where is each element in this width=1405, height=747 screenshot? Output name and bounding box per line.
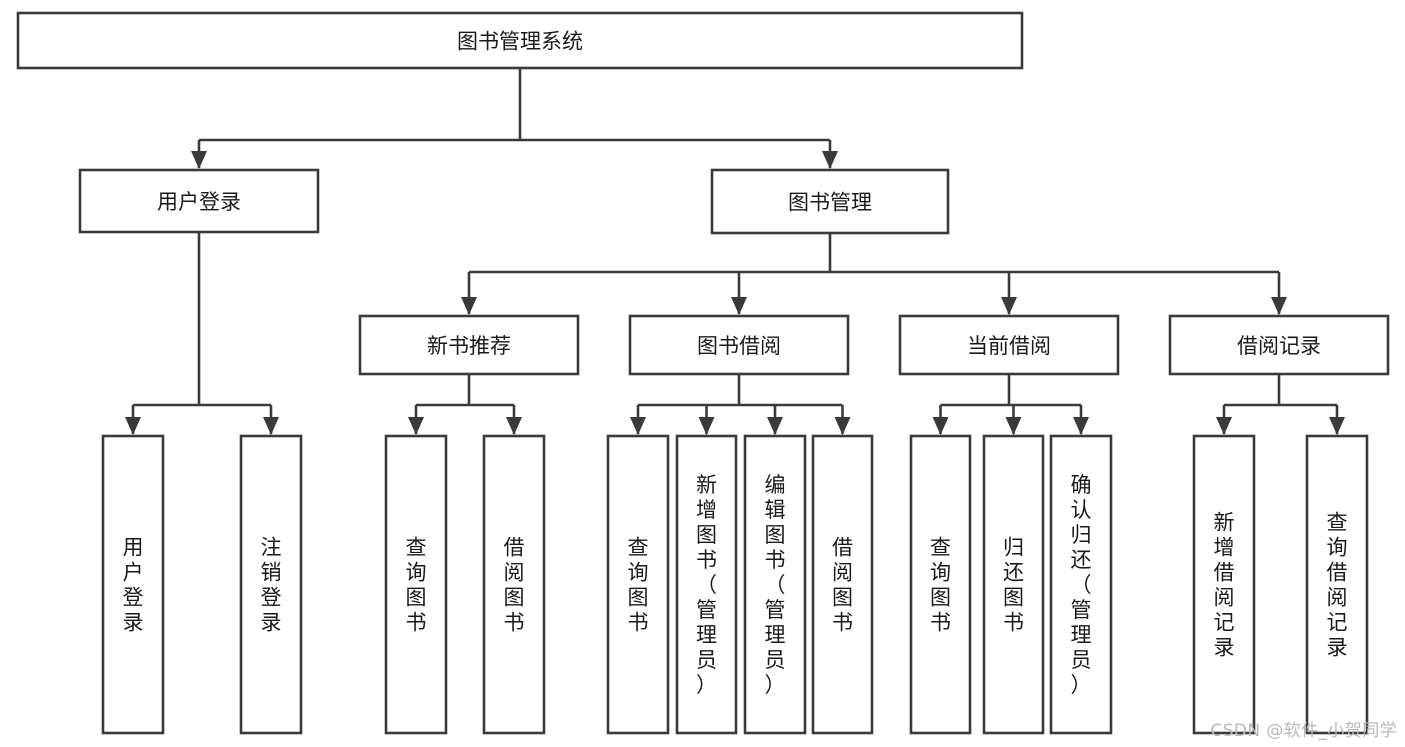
node-box bbox=[710, 168, 950, 235]
connectors-layer bbox=[125, 68, 1345, 435]
node-l3-0[interactable]: 新书推荐 bbox=[358, 314, 580, 376]
node-box bbox=[101, 434, 165, 735]
node-box bbox=[78, 168, 320, 234]
node-leaf-4[interactable]: 查询图书 bbox=[606, 434, 670, 735]
node-box bbox=[898, 314, 1120, 376]
node-box bbox=[482, 434, 546, 735]
node-leaf-8[interactable]: 查询图书 bbox=[909, 434, 972, 735]
node-leaf-9[interactable]: 归还图书 bbox=[982, 434, 1045, 735]
arrow-head-icon bbox=[125, 417, 141, 435]
node-leaf-12[interactable]: 查询借阅记录 bbox=[1305, 434, 1369, 735]
node-leaf-3[interactable]: 借阅图书 bbox=[482, 434, 546, 735]
node-leaf-7[interactable]: 借阅图书 bbox=[811, 434, 874, 735]
arrow-head-icon bbox=[932, 417, 949, 435]
node-label: 图书借阅 bbox=[697, 334, 781, 358]
arrow-head-icon bbox=[630, 417, 646, 435]
node-label: 编辑图书（管理员） bbox=[765, 473, 786, 697]
arrow-head-icon bbox=[1329, 417, 1345, 435]
node-label: 新增借阅记录 bbox=[1214, 511, 1235, 660]
node-box bbox=[239, 434, 303, 735]
arrow-head-icon bbox=[1073, 417, 1089, 435]
node-label: 确认归还（管理员） bbox=[1071, 473, 1092, 697]
node-leaf-0[interactable]: 用户登录 bbox=[101, 434, 165, 735]
node-leaf-11[interactable]: 新增借阅记录 bbox=[1192, 434, 1256, 735]
node-label: 新增图书（管理员） bbox=[696, 473, 717, 697]
arrow-head-icon bbox=[461, 297, 477, 315]
arrow-head-icon bbox=[822, 151, 838, 169]
node-label: 查询图书 bbox=[406, 536, 427, 635]
node-leaf-5[interactable]: 新增图书（管理员） bbox=[675, 434, 738, 735]
node-label: 用户登录 bbox=[123, 536, 144, 635]
node-label: 查询图书 bbox=[628, 536, 649, 635]
node-box bbox=[628, 314, 850, 376]
node-l2-1[interactable]: 图书管理 bbox=[710, 168, 950, 235]
node-label: 查询借阅记录 bbox=[1327, 511, 1348, 660]
node-box bbox=[1168, 314, 1390, 376]
arrow-head-icon bbox=[834, 417, 851, 435]
node-label: 借阅记录 bbox=[1237, 334, 1321, 358]
arrow-head-icon bbox=[767, 417, 783, 435]
node-label: 图书管理 bbox=[788, 191, 872, 215]
arrow-head-icon bbox=[1216, 417, 1232, 435]
node-label: 新书推荐 bbox=[427, 334, 511, 358]
node-label: 借阅图书 bbox=[504, 536, 525, 635]
node-label: 注销登录 bbox=[261, 536, 282, 635]
arrow-head-icon bbox=[408, 417, 424, 435]
node-box bbox=[358, 314, 580, 376]
arrow-head-icon bbox=[1271, 297, 1287, 315]
node-l3-1[interactable]: 图书借阅 bbox=[628, 314, 850, 376]
node-box bbox=[909, 434, 972, 735]
node-box bbox=[743, 434, 807, 735]
node-label: 借阅图书 bbox=[832, 536, 853, 635]
node-label: 图书管理系统 bbox=[457, 30, 583, 54]
arrow-head-icon bbox=[698, 417, 715, 435]
node-l3-3[interactable]: 借阅记录 bbox=[1168, 314, 1390, 376]
node-box bbox=[675, 434, 738, 735]
node-box bbox=[384, 434, 448, 735]
node-label: 当前借阅 bbox=[967, 334, 1051, 358]
node-box bbox=[606, 434, 670, 735]
arrow-head-icon bbox=[731, 297, 747, 315]
node-label: 用户登录 bbox=[157, 190, 241, 214]
arrow-head-icon bbox=[263, 417, 279, 435]
node-leaf-10[interactable]: 确认归还（管理员） bbox=[1049, 434, 1113, 735]
node-box bbox=[1305, 434, 1369, 735]
node-l3-2[interactable]: 当前借阅 bbox=[898, 314, 1120, 376]
node-box bbox=[1049, 434, 1113, 735]
node-box bbox=[1192, 434, 1256, 735]
node-label: 查询图书 bbox=[930, 536, 951, 635]
node-box bbox=[16, 11, 1024, 70]
arrow-head-icon bbox=[191, 151, 207, 169]
node-leaf-6[interactable]: 编辑图书（管理员） bbox=[743, 434, 807, 735]
node-l2-0[interactable]: 用户登录 bbox=[78, 168, 320, 234]
node-label: 归还图书 bbox=[1003, 536, 1024, 635]
node-box bbox=[811, 434, 874, 735]
node-leaf-2[interactable]: 查询图书 bbox=[384, 434, 448, 735]
nodes-layer: 图书管理系统用户登录图书管理新书推荐图书借阅当前借阅借阅记录用户登录注销登录查询… bbox=[16, 11, 1390, 735]
arrow-head-icon bbox=[506, 417, 522, 435]
node-root-0[interactable]: 图书管理系统 bbox=[16, 11, 1024, 70]
node-leaf-1[interactable]: 注销登录 bbox=[239, 434, 303, 735]
node-box bbox=[982, 434, 1045, 735]
arrow-head-icon bbox=[1001, 297, 1017, 315]
arrow-head-icon bbox=[1005, 417, 1022, 435]
watermark-label: CSDN @软件_小贺同学 bbox=[1210, 721, 1397, 741]
